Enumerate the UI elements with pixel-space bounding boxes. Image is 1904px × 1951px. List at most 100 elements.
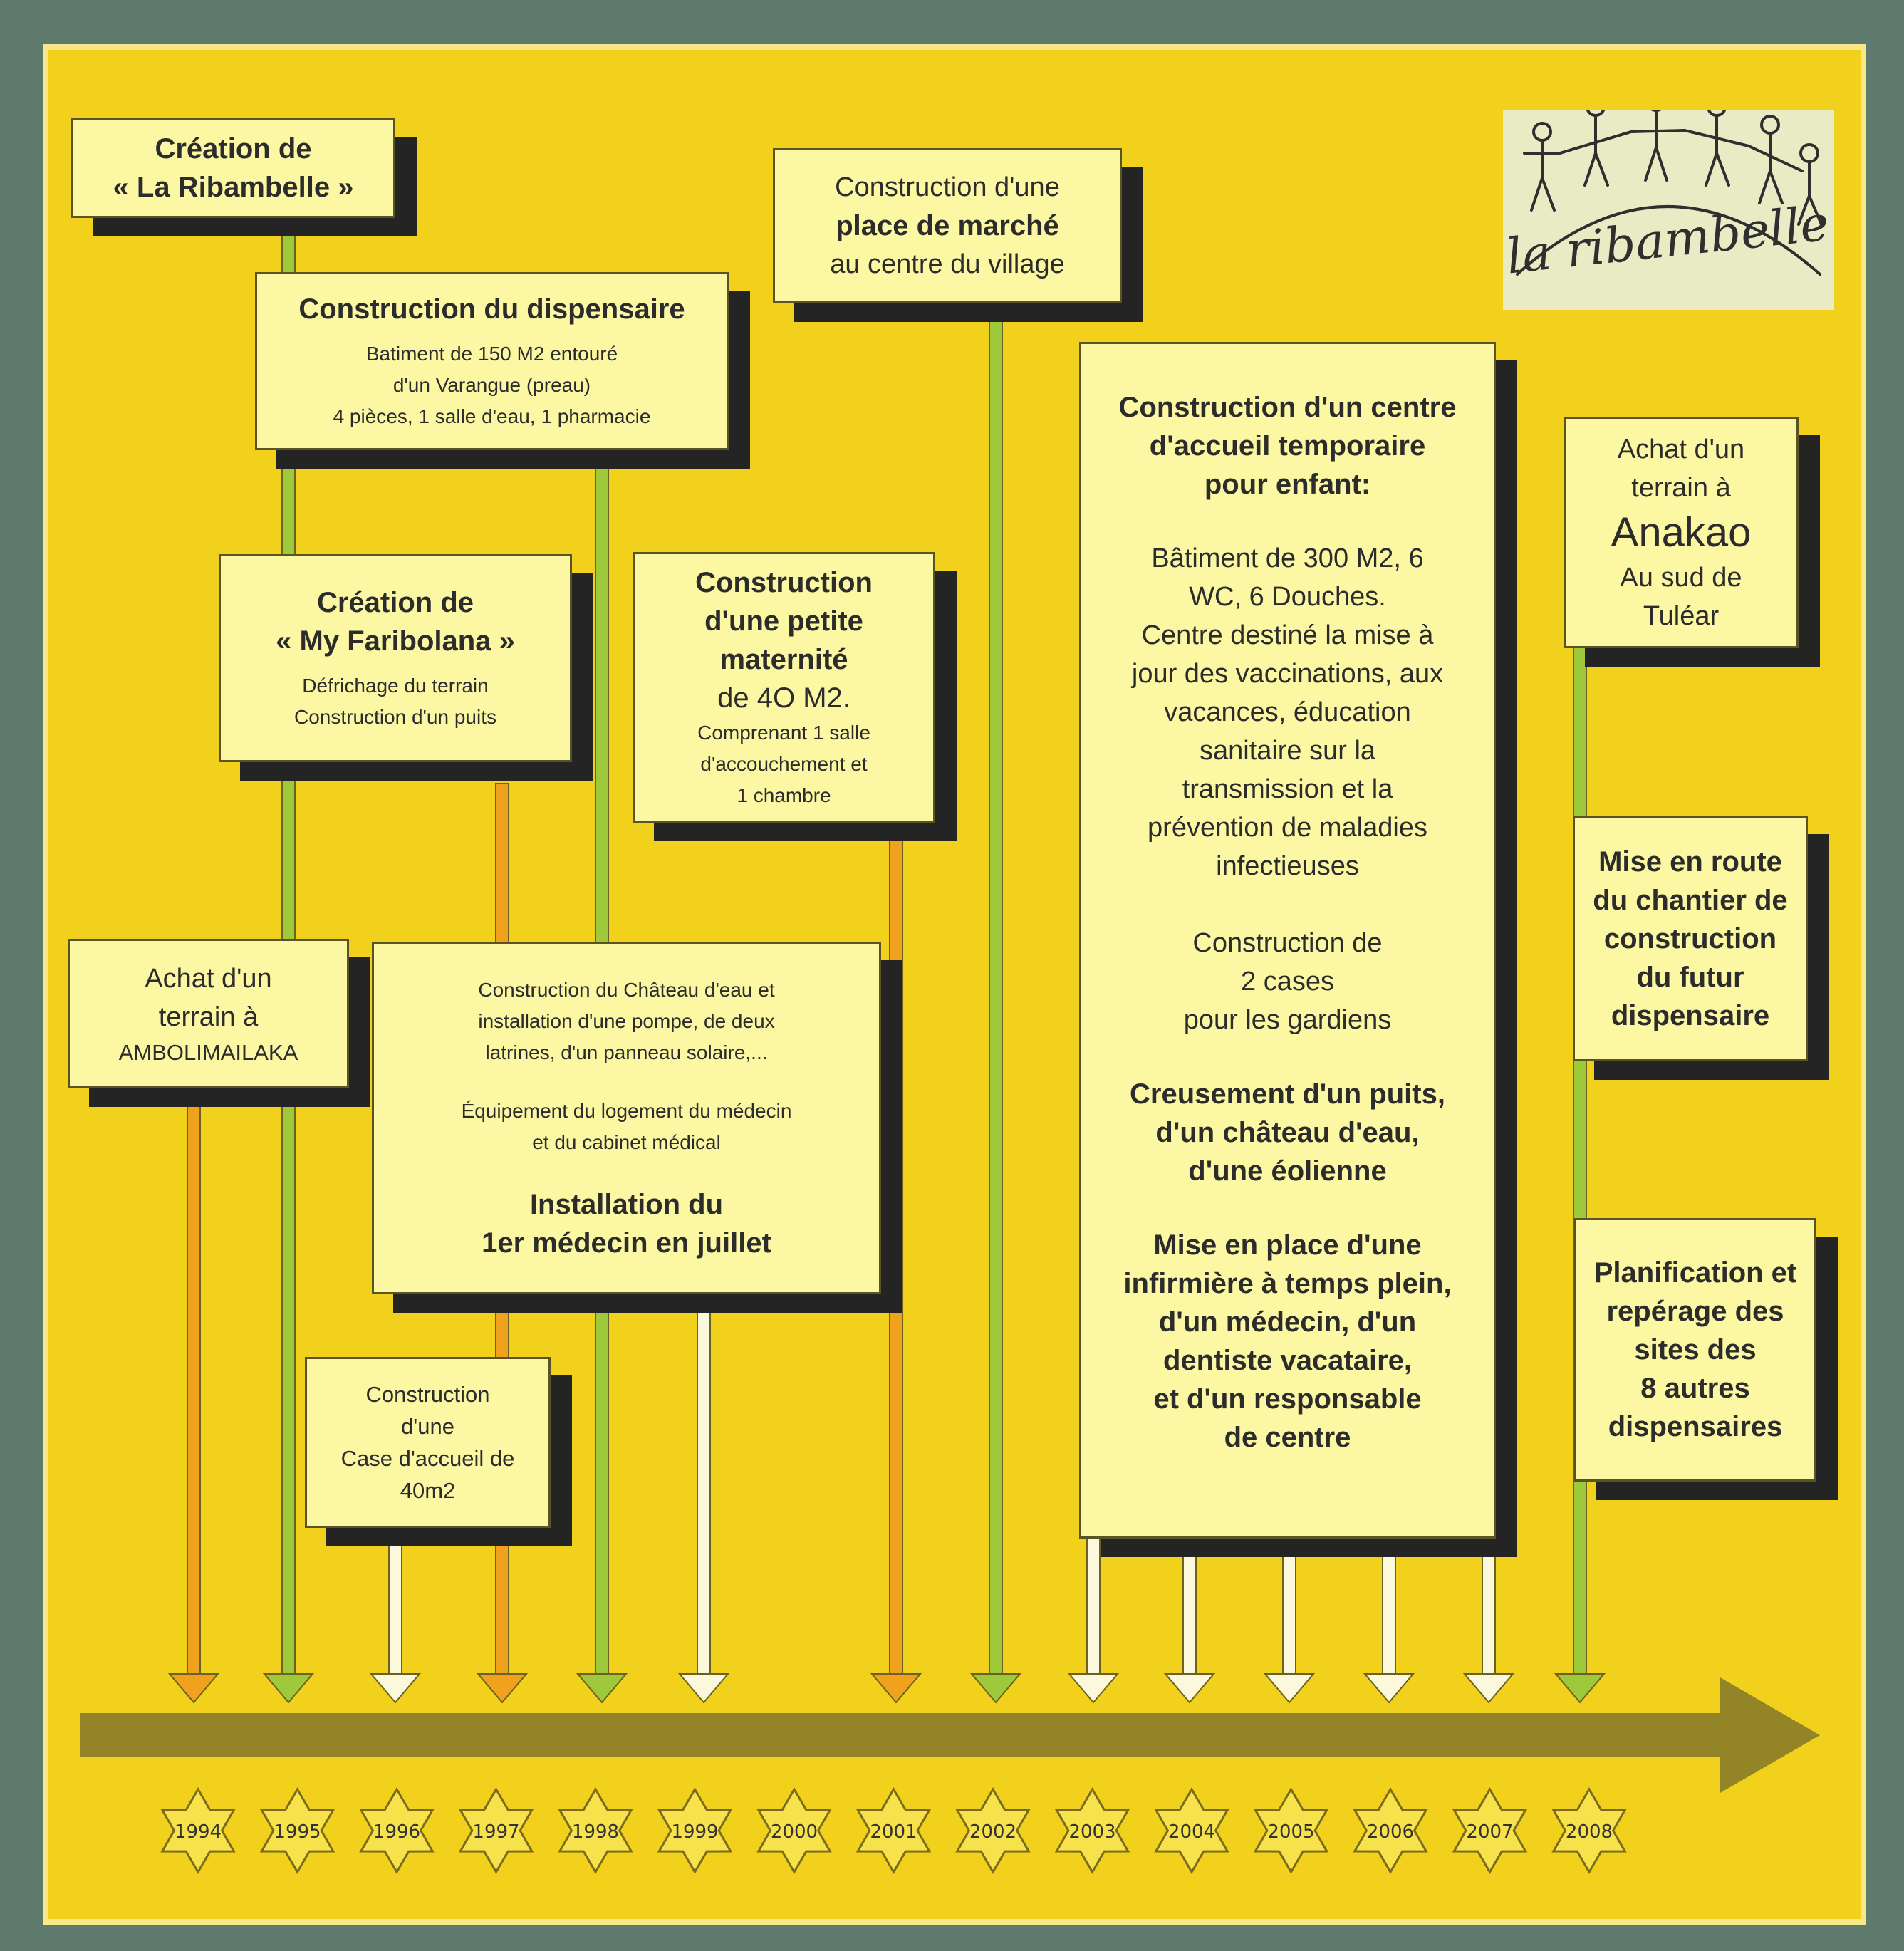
box-title: Construction du dispensaire [298, 293, 685, 325]
box-text-line: AMBOLIMAILAKA [118, 1039, 298, 1065]
box-text-line: terrain à [158, 1001, 259, 1032]
year-label: 2005 [1267, 1821, 1314, 1843]
box-text-line: 2 cases [1241, 967, 1334, 997]
box-text-line: Construction [695, 567, 873, 598]
year-star: 2007 [1452, 1787, 1528, 1874]
year-label: 2001 [870, 1821, 917, 1843]
box-text-line: et d'un responsable [1153, 1383, 1422, 1415]
year-label: 2003 [1068, 1821, 1115, 1843]
year-label: 2000 [771, 1821, 818, 1843]
year-label: 2004 [1168, 1821, 1215, 1843]
box-chateau-eau-medecin: Construction du Château d'eau et install… [372, 942, 881, 1294]
box-text-line: et du cabinet médical [532, 1130, 721, 1153]
box-text-line: d'un médecin, d'un [1158, 1306, 1417, 1338]
box-text-line: du futur [1636, 961, 1744, 993]
year-label: 2002 [969, 1821, 1016, 1843]
box-centre-accueil-enfant: Construction d'un centre d'accueil tempo… [1079, 342, 1496, 1539]
year-star: 1998 [558, 1787, 633, 1874]
connector-arrow [1163, 1538, 1216, 1704]
box-place-de-marche: Construction d'une place de marché au ce… [773, 148, 1122, 303]
box-text-line: pour enfant: [1204, 469, 1371, 500]
box-text-line: Centre destiné la mise à [1141, 620, 1434, 650]
paper-chain-people-icon: la ribambelle [1504, 92, 1831, 286]
connector-arrow [1462, 1538, 1515, 1704]
box-text-line: Création de [155, 133, 312, 165]
box-text-line: dispensaire [1611, 999, 1770, 1031]
box-text-line: transmission et la [1182, 774, 1393, 804]
year-label: 1994 [175, 1821, 222, 1843]
box-text-line: « My Faribolana » [276, 625, 515, 657]
year-label: 2008 [1566, 1821, 1613, 1843]
box-text-line: Construction [365, 1382, 490, 1407]
year-label: 1997 [472, 1821, 519, 1843]
box-achat-terrain-ambolimailaka: Achat d'un terrain à AMBOLIMAILAKA [68, 939, 349, 1088]
box-text-line: d'accouchement et [700, 753, 868, 775]
connector-arrow [870, 822, 922, 1704]
year-star: 2000 [756, 1787, 832, 1874]
box-text-line: Construction d'un centre [1118, 392, 1457, 423]
box-text-line: Creusement d'un puits, [1130, 1078, 1445, 1110]
box-creation-la-ribambelle: Création de « La Ribambelle » [71, 118, 395, 218]
box-text-line: Construction d'un puits [294, 706, 496, 728]
box-text-line: installation d'une pompe, de deux [478, 1009, 775, 1032]
box-text-line: sites des [1634, 1334, 1757, 1365]
box-text-line: WC, 6 Douches. [1189, 582, 1386, 612]
year-label: 2007 [1466, 1821, 1513, 1843]
box-achat-terrain-anakao: Achat d'un terrain à Anakao Au sud de Tu… [1564, 417, 1799, 648]
box-text-line: Anakao [1611, 509, 1752, 556]
box-text-line: Planification et [1593, 1257, 1797, 1289]
box-text-line: jour des vaccinations, aux [1131, 659, 1444, 689]
box-text-line: pour les gardiens [1183, 1005, 1392, 1035]
box-text-line: Achat d'un [145, 963, 272, 994]
box-text-line: vacances, éducation [1164, 697, 1411, 727]
year-star: 1999 [657, 1787, 733, 1874]
box-text-line: Construction du Château d'eau et [478, 978, 775, 1001]
box-text-line: de centre [1224, 1422, 1351, 1453]
box-text-line: construction [1603, 922, 1777, 954]
connector-arrow [677, 1292, 730, 1704]
year-star: 2003 [1054, 1787, 1130, 1874]
box-text-line: 1 chambre [737, 784, 831, 806]
box-text-line: 8 autres [1640, 1373, 1750, 1404]
box-text-line: Mise en route [1598, 846, 1782, 878]
year-label: 1996 [373, 1821, 420, 1843]
box-text-line: place de marché [836, 210, 1059, 241]
box-text-line: infirmière à temps plein, [1123, 1268, 1452, 1299]
box-text-line: Construction d'une [835, 172, 1060, 202]
year-star: 2001 [855, 1787, 932, 1874]
box-text-line: 1er médecin en juillet [482, 1227, 771, 1259]
box-text-line: Installation du [529, 1188, 724, 1220]
box-text-line: infectieuses [1216, 851, 1359, 881]
box-text-line: d'une éolienne [1188, 1155, 1387, 1187]
box-text-line: dentiste vacataire, [1162, 1345, 1413, 1376]
box-text-line: Équipement du logement du médecin [461, 1099, 792, 1122]
box-text-line: Construction de [1192, 928, 1383, 958]
box-text-line: de 4O M2. [717, 682, 850, 714]
box-text-line: Comprenant 1 salle [697, 722, 870, 744]
year-label: 1998 [572, 1821, 619, 1843]
box-text-line: d'une [401, 1414, 454, 1439]
connector-arrow [1263, 1538, 1316, 1704]
connector-arrow [969, 298, 1022, 1704]
year-star: 1996 [359, 1787, 435, 1874]
box-text-line: d'une petite [704, 605, 863, 637]
box-text-line: Case d'accueil de [340, 1446, 515, 1471]
connector-arrow [1363, 1538, 1415, 1704]
box-text-line: Batiment de 150 M2 entouré [365, 343, 618, 365]
box-text-line: d'accueil temporaire [1149, 430, 1426, 462]
box-text-line: d'un Varangue (preau) [392, 374, 591, 396]
box-text-line: 40m2 [400, 1478, 456, 1503]
box-text-line: dispensaires [1608, 1411, 1783, 1442]
box-text-line: Au sud de [1620, 562, 1742, 593]
ribambelle-logo: la ribambelle [1503, 92, 1834, 310]
box-text-line: 4 pièces, 1 salle d'eau, 1 pharmacie [333, 405, 651, 427]
year-star: 1994 [160, 1787, 236, 1874]
box-petite-maternite: Construction d'une petite maternité de 4… [633, 552, 935, 823]
box-planification-dispensaires: Planification et repérage des sites des … [1574, 1218, 1816, 1482]
box-text-line: d'un château d'eau, [1155, 1117, 1420, 1148]
year-star: 1997 [458, 1787, 534, 1874]
year-star: 1995 [259, 1787, 335, 1874]
box-construction-dispensaire: Construction du dispensaire Batiment de … [255, 272, 729, 450]
